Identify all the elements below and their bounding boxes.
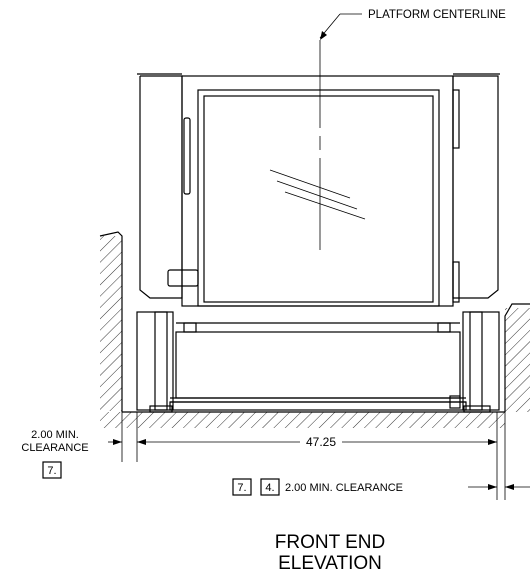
width-dimension: 47.25 xyxy=(306,435,336,449)
door-latch xyxy=(167,269,199,287)
platform-centerline-label: PLATFORM CENTERLINE xyxy=(368,9,506,21)
left-clearance-line2: CLEARANCE xyxy=(21,442,88,454)
lower-left-column xyxy=(136,311,174,411)
centerline-leader xyxy=(319,13,362,40)
door-handle xyxy=(183,117,191,195)
bottom-note-box-1 xyxy=(232,478,252,496)
floor-slab xyxy=(100,411,505,428)
glass-reflection-marks xyxy=(269,169,366,220)
platform xyxy=(169,322,467,411)
left-side-panel xyxy=(137,73,183,299)
right-hoistway-wall xyxy=(504,303,530,412)
bottom-note-box-2 xyxy=(260,478,280,496)
drawing-title-line1: FRONT END xyxy=(275,532,385,553)
bottom-clearance-label: 2.00 MIN. CLEARANCE xyxy=(285,482,403,494)
left-note-box xyxy=(42,461,62,479)
left-clearance-line1: 2.00 MIN. xyxy=(31,429,79,441)
left-note-number: 7. xyxy=(47,465,56,477)
dimension-lines xyxy=(108,412,530,500)
door-frame xyxy=(181,75,454,307)
right-side-panel xyxy=(452,73,500,299)
lower-right-column xyxy=(462,311,500,411)
bottom-note-number-1: 7. xyxy=(237,482,246,494)
base-plates xyxy=(149,405,491,413)
bottom-note-number-2: 4. xyxy=(265,482,274,494)
left-hoistway-wall xyxy=(99,231,123,412)
drawing-title-line2: ELEVATION xyxy=(278,553,382,572)
door-hinges xyxy=(452,89,460,303)
